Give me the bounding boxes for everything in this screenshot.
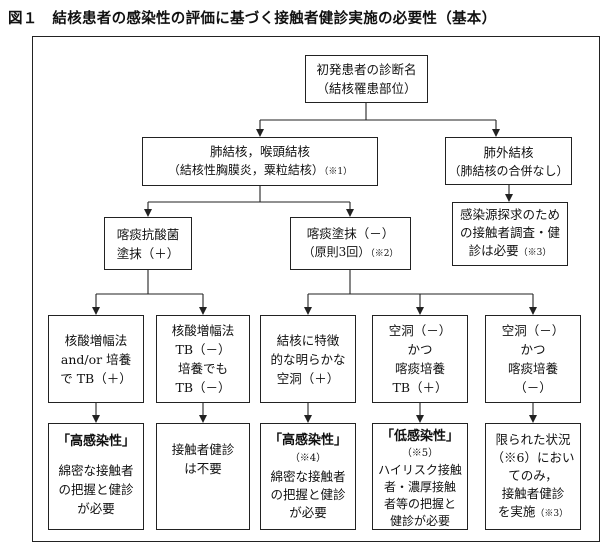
figure-title: 図１ 結核患者の感染性の評価に基づく接触者健診実施の必要性（基本）	[8, 11, 497, 27]
initial-diagnosis-line2: （結核罹患部位）	[316, 81, 417, 96]
source-search-line2: の接触者調査・健	[459, 225, 560, 240]
smear-positive-box: 喀痰抗酸菌 塗抹（＋）	[104, 217, 192, 270]
source-search-line3: 診は必要（※3）	[468, 243, 552, 258]
naat-positive-line1: 核酸増幅法	[64, 332, 128, 348]
note-1: （※1）	[323, 167, 353, 177]
naat-negative-line2: TB（－）	[175, 342, 231, 357]
high-infectious-1-line2: の把握と健診	[58, 482, 134, 497]
note-4: （※4）	[289, 453, 327, 464]
high-infectious-1-line1: 綿密な接触者	[58, 463, 134, 478]
pulmonary-tb-line1: 肺結核，喉頭結核	[209, 144, 310, 159]
extrapulmonary-tb-line1: 肺外結核	[483, 144, 534, 160]
smear-positive-line2: 塗抹（＋）	[116, 245, 180, 261]
no-exam-needed-box: 接触者健診 は不要	[156, 423, 250, 530]
low-infectious-line2: 者・濃厚接触	[383, 480, 456, 494]
limited-situation-line4: 接触者健診	[501, 485, 565, 501]
high-infectious-header-2: 「高感染性」	[268, 433, 347, 448]
no-cavity-culture-positive-line1: 空洞（－）	[388, 323, 452, 338]
naat-positive-line3: で TB（＋）	[60, 370, 132, 386]
low-infectious-line1: ハイリスク接触	[378, 463, 462, 477]
initial-diagnosis-box: 初発患者の診断名 （結核罹患部位）	[305, 55, 428, 103]
smear-positive-line1: 喀痰抗酸菌	[116, 226, 180, 242]
smear-negative-line1: 喀痰塗抹（－）	[306, 226, 395, 241]
no-cavity-culture-negative-line2: かつ	[520, 342, 546, 357]
low-infectious-line3: 者等の把握と	[383, 497, 456, 511]
note-3b: （※3）	[535, 508, 569, 519]
high-infectious-2-line1: 綿密な接触者	[270, 469, 346, 484]
high-infectious-2-line3: が必要	[289, 505, 327, 520]
no-exam-needed-line2: は不要	[184, 461, 222, 476]
limited-situation-line1: 限られた状況	[495, 431, 571, 447]
pulmonary-tb-box: 肺結核，喉頭結核 （結核性胸膜炎，粟粒結核）（※1）	[142, 137, 378, 186]
source-search-box: 感染源探求のため の接触者調査・健 診は必要（※3）	[452, 202, 568, 266]
extrapulmonary-tb-line2: （肺結核の合併なし）	[448, 163, 569, 178]
no-cavity-culture-negative-line3: 喀痰培養	[507, 361, 558, 376]
no-cavity-culture-negative-line4: （－）	[514, 380, 552, 395]
no-cavity-culture-negative-box: 空洞（－） かつ 喀痰培養 （－）	[485, 315, 581, 403]
cavity-positive-line2: 的な明らかな	[270, 351, 346, 367]
note-5: （※5）	[401, 448, 439, 459]
high-infectious-box-1: 「高感染性」 綿密な接触者 の把握と健診 が必要	[48, 423, 144, 530]
smear-negative-line2: （原則3回）（※2）	[302, 245, 399, 259]
source-search-line1: 感染源探求のため	[459, 207, 560, 222]
low-infectious-box: 「低感染性」 （※5） ハイリスク接触 者・濃厚接触 者等の把握と 健診が必要	[372, 423, 468, 530]
naat-negative-line3: 培養でも	[177, 361, 228, 376]
pulmonary-tb-line2: （結核性胸膜炎，粟粒結核）（※1）	[167, 163, 353, 177]
extrapulmonary-tb-box: 肺外結核 （肺結核の合併なし）	[445, 137, 572, 185]
limited-situation-box: 限られた状況 （※6）におい てのみ， 接触者健診 を実施（※3）	[485, 423, 581, 530]
no-cavity-culture-positive-line3: 喀痰培養	[394, 361, 445, 376]
no-exam-needed-line1: 接触者健診	[171, 442, 235, 457]
no-cavity-culture-positive-box: 空洞（－） かつ 喀痰培養 TB（＋）	[372, 315, 468, 403]
no-cavity-culture-negative-line1: 空洞（－）	[501, 323, 565, 338]
cavity-positive-line1: 結核に特徴	[276, 332, 340, 348]
high-infectious-1-line3: が必要	[77, 501, 115, 516]
smear-negative-box: 喀痰塗抹（－） （原則3回）（※2）	[290, 217, 411, 270]
naat-positive-box: 核酸増幅法 and/or 培養 で TB（＋）	[48, 315, 144, 403]
initial-diagnosis-line1: 初発患者の診断名	[316, 62, 417, 77]
diagram-frame	[32, 36, 600, 542]
limited-situation-line3: てのみ，	[508, 467, 558, 483]
high-infectious-box-2: 「高感染性」 （※4） 綿密な接触者 の把握と健診 が必要	[260, 423, 356, 530]
cavity-positive-line3: 空洞（＋）	[276, 370, 340, 386]
cavity-positive-box: 結核に特徴 的な明らかな 空洞（＋）	[260, 315, 356, 403]
naat-negative-line1: 核酸増幅法	[171, 323, 235, 338]
low-infectious-line4: 健診が必要	[389, 514, 450, 528]
limited-situation-line5: を実施（※3）	[497, 503, 569, 519]
high-infectious-header-1: 「高感染性」	[56, 434, 135, 449]
note-2: （※2）	[370, 249, 399, 259]
no-cavity-culture-positive-line2: かつ	[407, 342, 433, 357]
naat-negative-line4: TB（－）	[175, 380, 231, 395]
naat-positive-line2: and/or 培養	[60, 351, 132, 367]
note-3a: （※3）	[518, 248, 552, 258]
low-infectious-header: 「低感染性」	[380, 429, 459, 444]
limited-situation-line2: （※6）におい	[491, 449, 575, 465]
high-infectious-2-line2: の把握と健診	[270, 487, 346, 502]
naat-negative-box: 核酸増幅法 TB（－） 培養でも TB（－）	[156, 315, 250, 403]
no-cavity-culture-positive-line4: TB（＋）	[392, 380, 448, 395]
